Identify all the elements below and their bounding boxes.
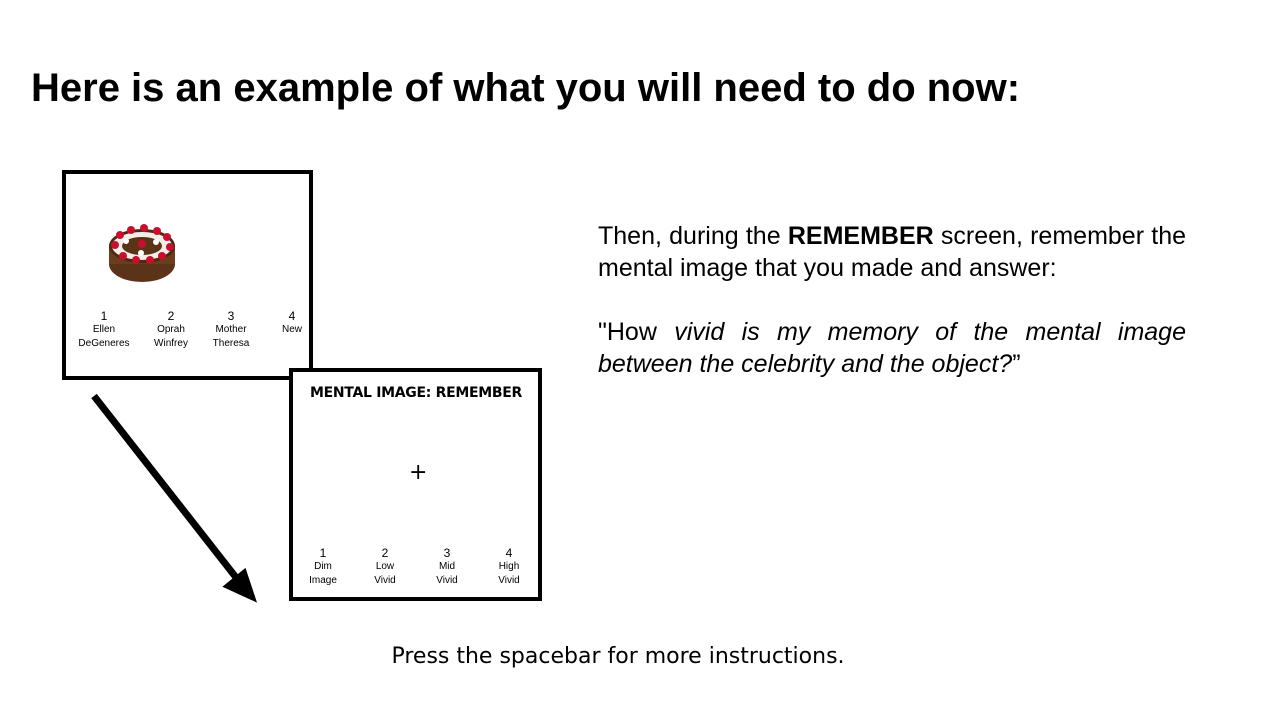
cake-icon: [109, 224, 175, 282]
option-label: Mother: [215, 324, 247, 335]
option-label: Low: [375, 561, 395, 572]
option-label: Winfrey: [154, 338, 188, 349]
instructions-text: Then, during the REMEMBER screen, rememb…: [598, 220, 1186, 380]
option-label: Image: [309, 575, 337, 586]
option-label: DeGeneres: [78, 338, 130, 349]
option-label: Vivid: [374, 575, 396, 586]
option-label: Ellen: [92, 324, 116, 335]
continue-prompt: Press the spacebar for more instructions…: [391, 644, 845, 669]
question-paragraph: "How vivid is my memory of the mental im…: [598, 318, 1186, 378]
option-2: 2 Oprah Winfrey: [146, 309, 196, 351]
study-screen-example: 1 Ellen DeGeneres 2 Oprah Winfrey 3 Moth…: [62, 170, 313, 380]
option-number: 3: [443, 546, 451, 560]
option-label: Vivid: [436, 575, 458, 586]
vividness-option-4: 4 High Vivid: [489, 546, 529, 588]
vividness-option-1: 1 Dim Image: [303, 546, 343, 588]
page-title: Here is an example of what you will need…: [31, 66, 1021, 110]
option-number: 1: [100, 309, 108, 323]
option-label: New: [281, 324, 302, 335]
option-label: Oprah: [157, 324, 185, 335]
option-number: 4: [288, 309, 296, 323]
remember-keyword: REMEMBER: [787, 222, 934, 250]
option-label: Dim: [314, 561, 332, 572]
option-label: High: [498, 561, 520, 572]
instruction-paragraph: Then, during the REMEMBER screen, rememb…: [598, 222, 1186, 282]
remember-screen-example: MENTAL IMAGE: REMEMBER + 1 Dim Image 2 L…: [289, 368, 542, 601]
vividness-option-3: 3 Mid Vivid: [427, 546, 467, 588]
option-label: Theresa: [212, 338, 250, 349]
remember-screen-title: MENTAL IMAGE: REMEMBER: [310, 385, 522, 401]
option-number: 1: [319, 546, 327, 560]
option-number: 2: [167, 309, 175, 323]
option-4: 4 New: [272, 309, 312, 337]
option-label: Mid: [438, 561, 456, 572]
option-1: 1 Ellen DeGeneres: [74, 309, 134, 351]
option-number: 2: [381, 546, 389, 560]
option-number: 3: [227, 309, 235, 323]
fixation-cross: +: [409, 460, 428, 485]
vividness-option-2: 2 Low Vivid: [365, 546, 405, 588]
option-number: 4: [505, 546, 513, 560]
option-label: Vivid: [498, 575, 520, 586]
option-3: 3 Mother Theresa: [206, 309, 256, 351]
